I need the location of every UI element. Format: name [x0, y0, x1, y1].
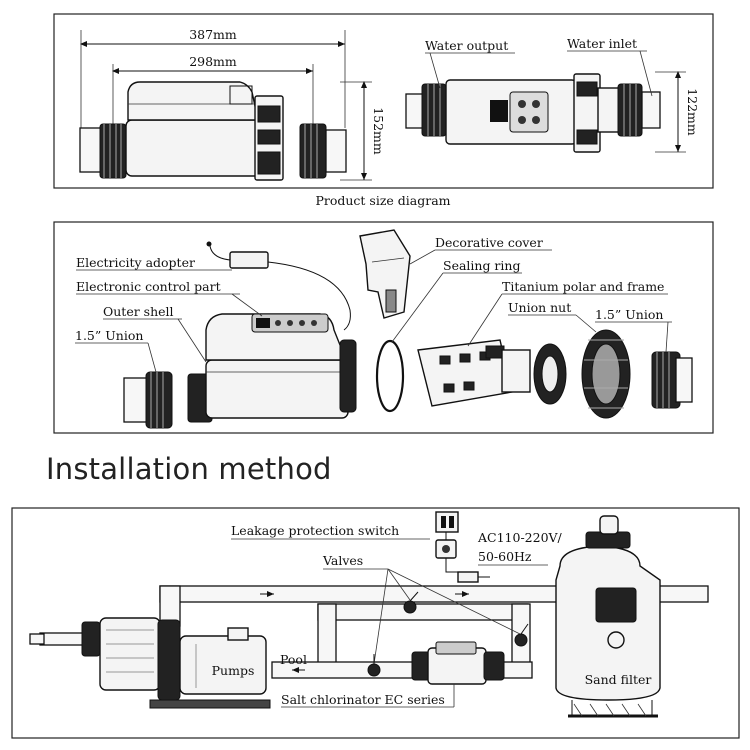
label-pumps: Pumps — [212, 663, 255, 678]
label-voltage: AC110-220V/ — [477, 530, 563, 545]
power-adapter-part — [206, 241, 351, 331]
chlorinator-unit — [411, 641, 505, 685]
cell-side-view — [79, 81, 347, 181]
label-leakage-switch: Leakage protection switch — [231, 523, 399, 538]
installation-heading: Installation method — [46, 452, 332, 486]
sand-filter-unit — [555, 515, 661, 718]
union-nut-part — [581, 329, 631, 419]
label-chlorinator: Salt chlorinator EC series — [281, 692, 445, 707]
label-electronic-control: Electronic control part — [76, 279, 221, 294]
decorative-cover-part — [359, 229, 411, 319]
sealing-ring-part — [375, 339, 405, 413]
label-titanium: Titanium polar and frame — [502, 279, 664, 294]
label-frequency: 50-60Hz — [478, 549, 532, 564]
panel-size-frame — [53, 13, 714, 189]
outer-shell-part — [187, 313, 357, 423]
valve-3 — [514, 623, 529, 647]
label-outer-shell: Outer shell — [103, 304, 174, 319]
caption-size-diagram: Product size diagram — [315, 193, 450, 208]
label-water-inlet: Water inlet — [567, 36, 637, 51]
label-union-left: 1.5” Union — [75, 328, 143, 343]
label-valves: Valves — [322, 553, 363, 568]
leakage-switch-device — [435, 511, 459, 573]
dim-body-label: 298mm — [189, 54, 237, 69]
dim-height-label: 152mm — [371, 107, 386, 155]
label-sand-filter: Sand filter — [585, 672, 652, 687]
union-left-part — [123, 371, 173, 429]
dim-depth-label: 122mm — [685, 88, 700, 136]
power-box — [457, 571, 479, 583]
label-decorative-cover: Decorative cover — [435, 235, 543, 250]
titanium-electrode-part — [417, 339, 567, 407]
label-water-output: Water output — [425, 38, 508, 53]
panel-install-frame — [11, 507, 740, 739]
dim-overall-label: 387mm — [189, 27, 237, 42]
label-sealing-ring: Sealing ring — [443, 258, 520, 273]
valve-2 — [367, 654, 381, 677]
pump-unit — [81, 617, 271, 709]
label-pool: Pool — [280, 652, 307, 667]
label-union-right: 1.5” Union — [595, 307, 663, 322]
label-electricity-adopter: Electricity adopter — [76, 255, 195, 270]
label-union-nut: Union nut — [508, 300, 571, 315]
cell-top-view — [405, 73, 661, 153]
panel-parts-frame — [53, 221, 714, 434]
valve-1 — [403, 591, 419, 614]
union-right-part — [651, 351, 693, 409]
